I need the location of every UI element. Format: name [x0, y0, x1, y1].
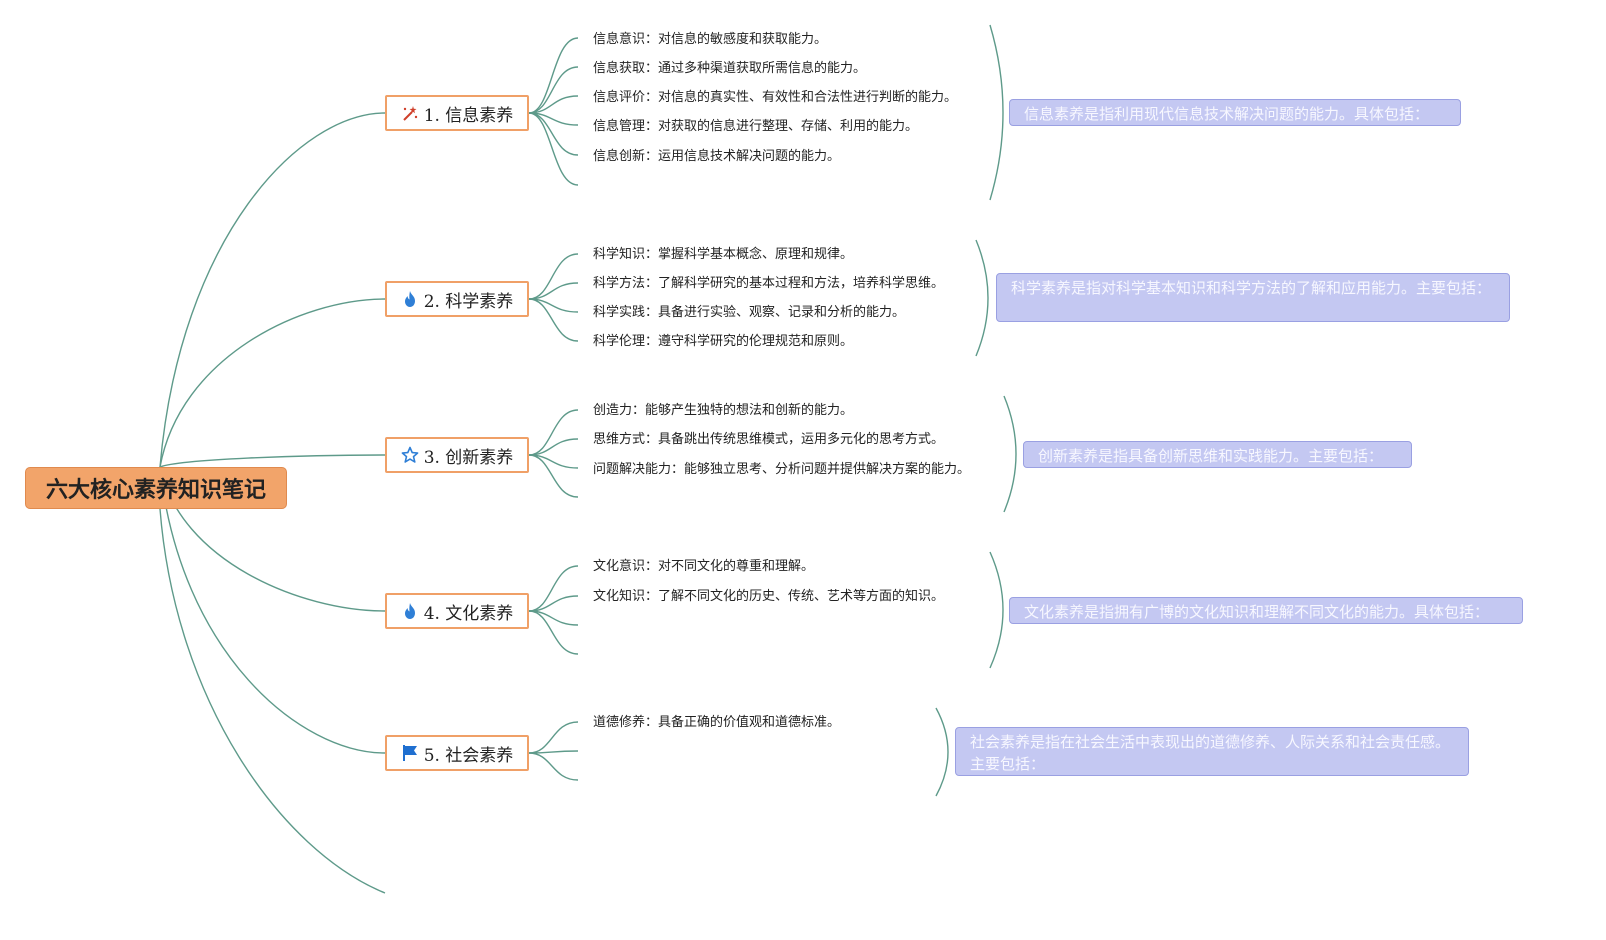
topic-science-literacy[interactable]: 2. 科学素养 — [385, 281, 529, 317]
topic-item[interactable]: 信息评价：对信息的真实性、有效性和合法性进行判断的能力。 — [593, 90, 958, 105]
flag-icon — [401, 744, 419, 762]
topic-to-item-connector — [528, 253, 579, 300]
topic-item[interactable]: 文化意识：对不同文化的尊重和理解。 — [593, 559, 815, 574]
topic-to-item-connector — [528, 112, 579, 186]
topic-item[interactable]: 信息获取：通过多种渠道获取所需信息的能力。 — [593, 61, 867, 76]
topic-label: 2. 科学素养 — [423, 291, 514, 312]
topic-label: 1. 信息素养 — [423, 105, 514, 126]
topic-label: 5. 社会素养 — [423, 745, 514, 766]
magic-wand-icon — [401, 104, 419, 122]
topic-item[interactable]: 创造力：能够产生独特的想法和创新的能力。 — [593, 403, 854, 418]
summary-brace — [989, 551, 1004, 669]
summary-brace — [1003, 395, 1017, 513]
topic-item[interactable]: 问题解决能力：能够独立思考、分析问题并提供解决方案的能力。 — [593, 462, 971, 477]
topic-item[interactable]: 信息意识：对信息的敏感度和获取能力。 — [593, 32, 828, 47]
topic-to-item-connector — [528, 565, 579, 612]
root-to-topic-connector — [159, 454, 386, 468]
summary-brace — [935, 707, 949, 797]
topic-item[interactable]: 科学方法：了解科学研究的基本过程和方法，培养科学思维。 — [593, 276, 945, 291]
root-to-empty-branch-connector — [159, 508, 386, 894]
topic-item[interactable]: 思维方式：具备跳出传统思维模式，运用多元化的思考方式。 — [593, 432, 945, 447]
topic-item[interactable]: 信息创新：运用信息技术解决问题的能力。 — [593, 149, 841, 164]
topic-to-item-connector — [528, 66, 579, 114]
topic-to-item-connector — [528, 409, 579, 456]
topic-to-item-connector — [528, 721, 579, 754]
root-to-topic-connector — [159, 298, 386, 468]
topic-to-item-connector — [528, 37, 579, 114]
flame-icon — [401, 290, 419, 308]
summary-note-info[interactable]: 信息素养是指利用现代信息技术解决问题的能力。具体包括： — [1009, 99, 1461, 126]
topic-to-item-connector — [528, 454, 579, 498]
topic-culture-literacy[interactable]: 4. 文化素养 — [385, 593, 529, 629]
summary-brace — [975, 239, 989, 357]
topic-to-item-connector — [528, 438, 579, 456]
topic-item[interactable]: 科学伦理：遵守科学研究的伦理规范和原则。 — [593, 334, 854, 349]
topic-info-literacy[interactable]: 1. 信息素养 — [385, 95, 529, 131]
summary-note-innovation[interactable]: 创新素养是指具备创新思维和实践能力。主要包括： — [1023, 441, 1412, 468]
topic-to-item-connector — [528, 282, 579, 300]
topic-item[interactable]: 文化知识：了解不同文化的历史、传统、艺术等方面的知识。 — [593, 589, 945, 604]
topic-item[interactable]: 道德修养：具备正确的价值观和道德标准。 — [593, 715, 841, 730]
topic-innovation-literacy[interactable]: 3. 创新素养 — [385, 437, 529, 473]
root-to-topic-connector — [159, 112, 386, 468]
topic-to-item-connector — [528, 298, 579, 342]
topic-to-item-connector — [528, 610, 579, 655]
topic-label: 3. 创新素养 — [423, 447, 514, 468]
topic-item[interactable]: 信息管理：对获取的信息进行整理、存储、利用的能力。 — [593, 119, 919, 134]
topic-item[interactable]: 科学知识：掌握科学基本概念、原理和规律。 — [593, 247, 854, 262]
topic-to-item-connector — [528, 752, 579, 781]
topic-to-item-connector — [528, 95, 579, 114]
root-to-topic-connector — [159, 466, 386, 754]
topic-item[interactable]: 科学实践：具备进行实验、观察、记录和分析的能力。 — [593, 305, 906, 320]
flame-icon — [401, 602, 419, 620]
summary-note-science[interactable]: 科学素养是指对科学基本知识和科学方法的了解和应用能力。主要包括： — [996, 273, 1510, 322]
star-outline-icon — [401, 446, 419, 464]
topic-social-literacy[interactable]: 5. 社会素养 — [385, 735, 529, 771]
root-node[interactable]: 六大核心素养知识笔记 — [25, 467, 287, 509]
summary-note-culture[interactable]: 文化素养是指拥有广博的文化知识和理解不同文化的能力。具体包括： — [1009, 597, 1523, 624]
topic-label: 4. 文化素养 — [423, 603, 514, 624]
summary-brace — [989, 24, 1004, 201]
topic-to-item-connector — [528, 112, 579, 156]
summary-note-social[interactable]: 社会素养是指在社会生活中表现出的道德修养、人际关系和社会责任感。主要包括： — [955, 727, 1469, 776]
